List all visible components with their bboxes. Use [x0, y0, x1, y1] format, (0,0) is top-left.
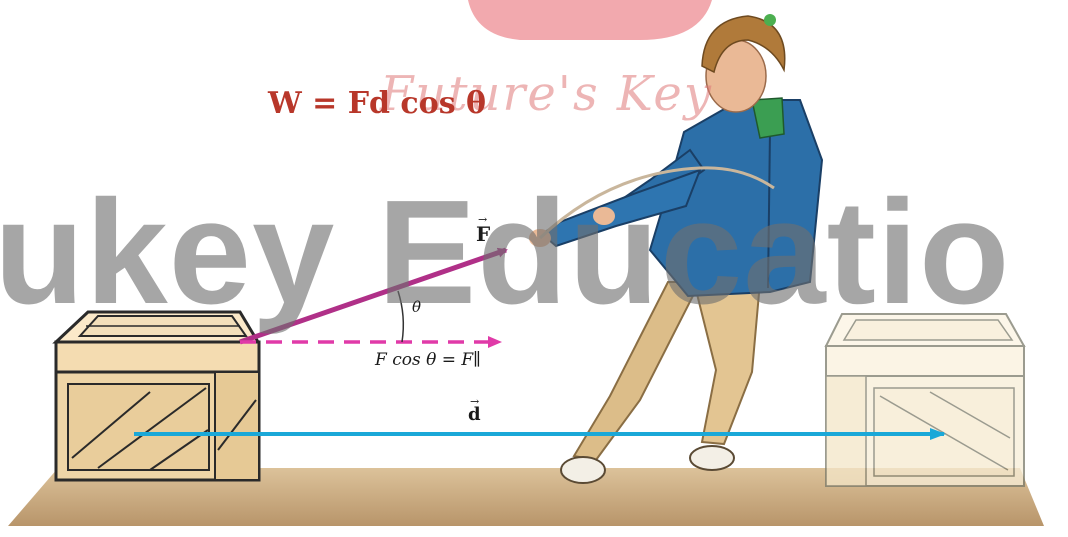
- parallel-component-label: F cos θ = F∥: [375, 350, 482, 370]
- floor: [8, 468, 1044, 526]
- wooden-crate-icon: [52, 310, 261, 482]
- angle-arc-icon: [397, 290, 405, 343]
- watermark-blob: [468, 0, 712, 40]
- watermark-text: ukey Educatio: [0, 170, 1011, 335]
- displacement-vector-label: → d: [468, 395, 481, 425]
- work-formula: W = Fd cos θ: [268, 86, 487, 121]
- woman-pulling-rope-icon: [529, 14, 824, 484]
- faded-crate-icon: [824, 313, 1026, 487]
- angle-label: θ: [412, 298, 422, 316]
- watermark-script-text: Future's Key: [380, 66, 713, 122]
- vector-arrow-icon: →: [470, 395, 480, 408]
- force-vector-arrow: [239, 247, 508, 345]
- force-vector-label: → F: [476, 213, 491, 246]
- vector-arrow-icon: →: [478, 213, 488, 226]
